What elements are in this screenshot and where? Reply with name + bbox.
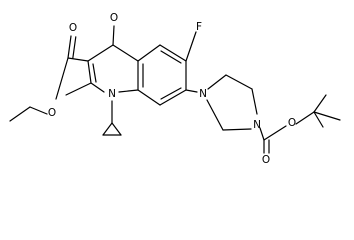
- atom-label-boc-carbonyl-oxygen: O: [262, 154, 270, 166]
- atom-label-quinolone-nitrogen: N: [108, 88, 116, 100]
- atom-label-ester-alkoxy-oxygen: O: [48, 107, 56, 119]
- bond-lines: [9, 25, 341, 154]
- atom-labels: O O O F N N N O O: [48, 12, 296, 166]
- atom-label-fluorine: F: [196, 21, 202, 33]
- atom-label-ester-carbonyl-oxygen: O: [69, 22, 77, 34]
- atom-label-piperazine-aryl-nitrogen: N: [199, 88, 207, 100]
- atom-label-boc-alkoxy-oxygen: O: [288, 117, 296, 129]
- atom-label-piperazine-boc-nitrogen: N: [253, 119, 261, 131]
- atom-label-keto-oxygen: O: [110, 12, 118, 24]
- molecule-structure-diagram: O O O F N N N O O: [9, 12, 341, 166]
